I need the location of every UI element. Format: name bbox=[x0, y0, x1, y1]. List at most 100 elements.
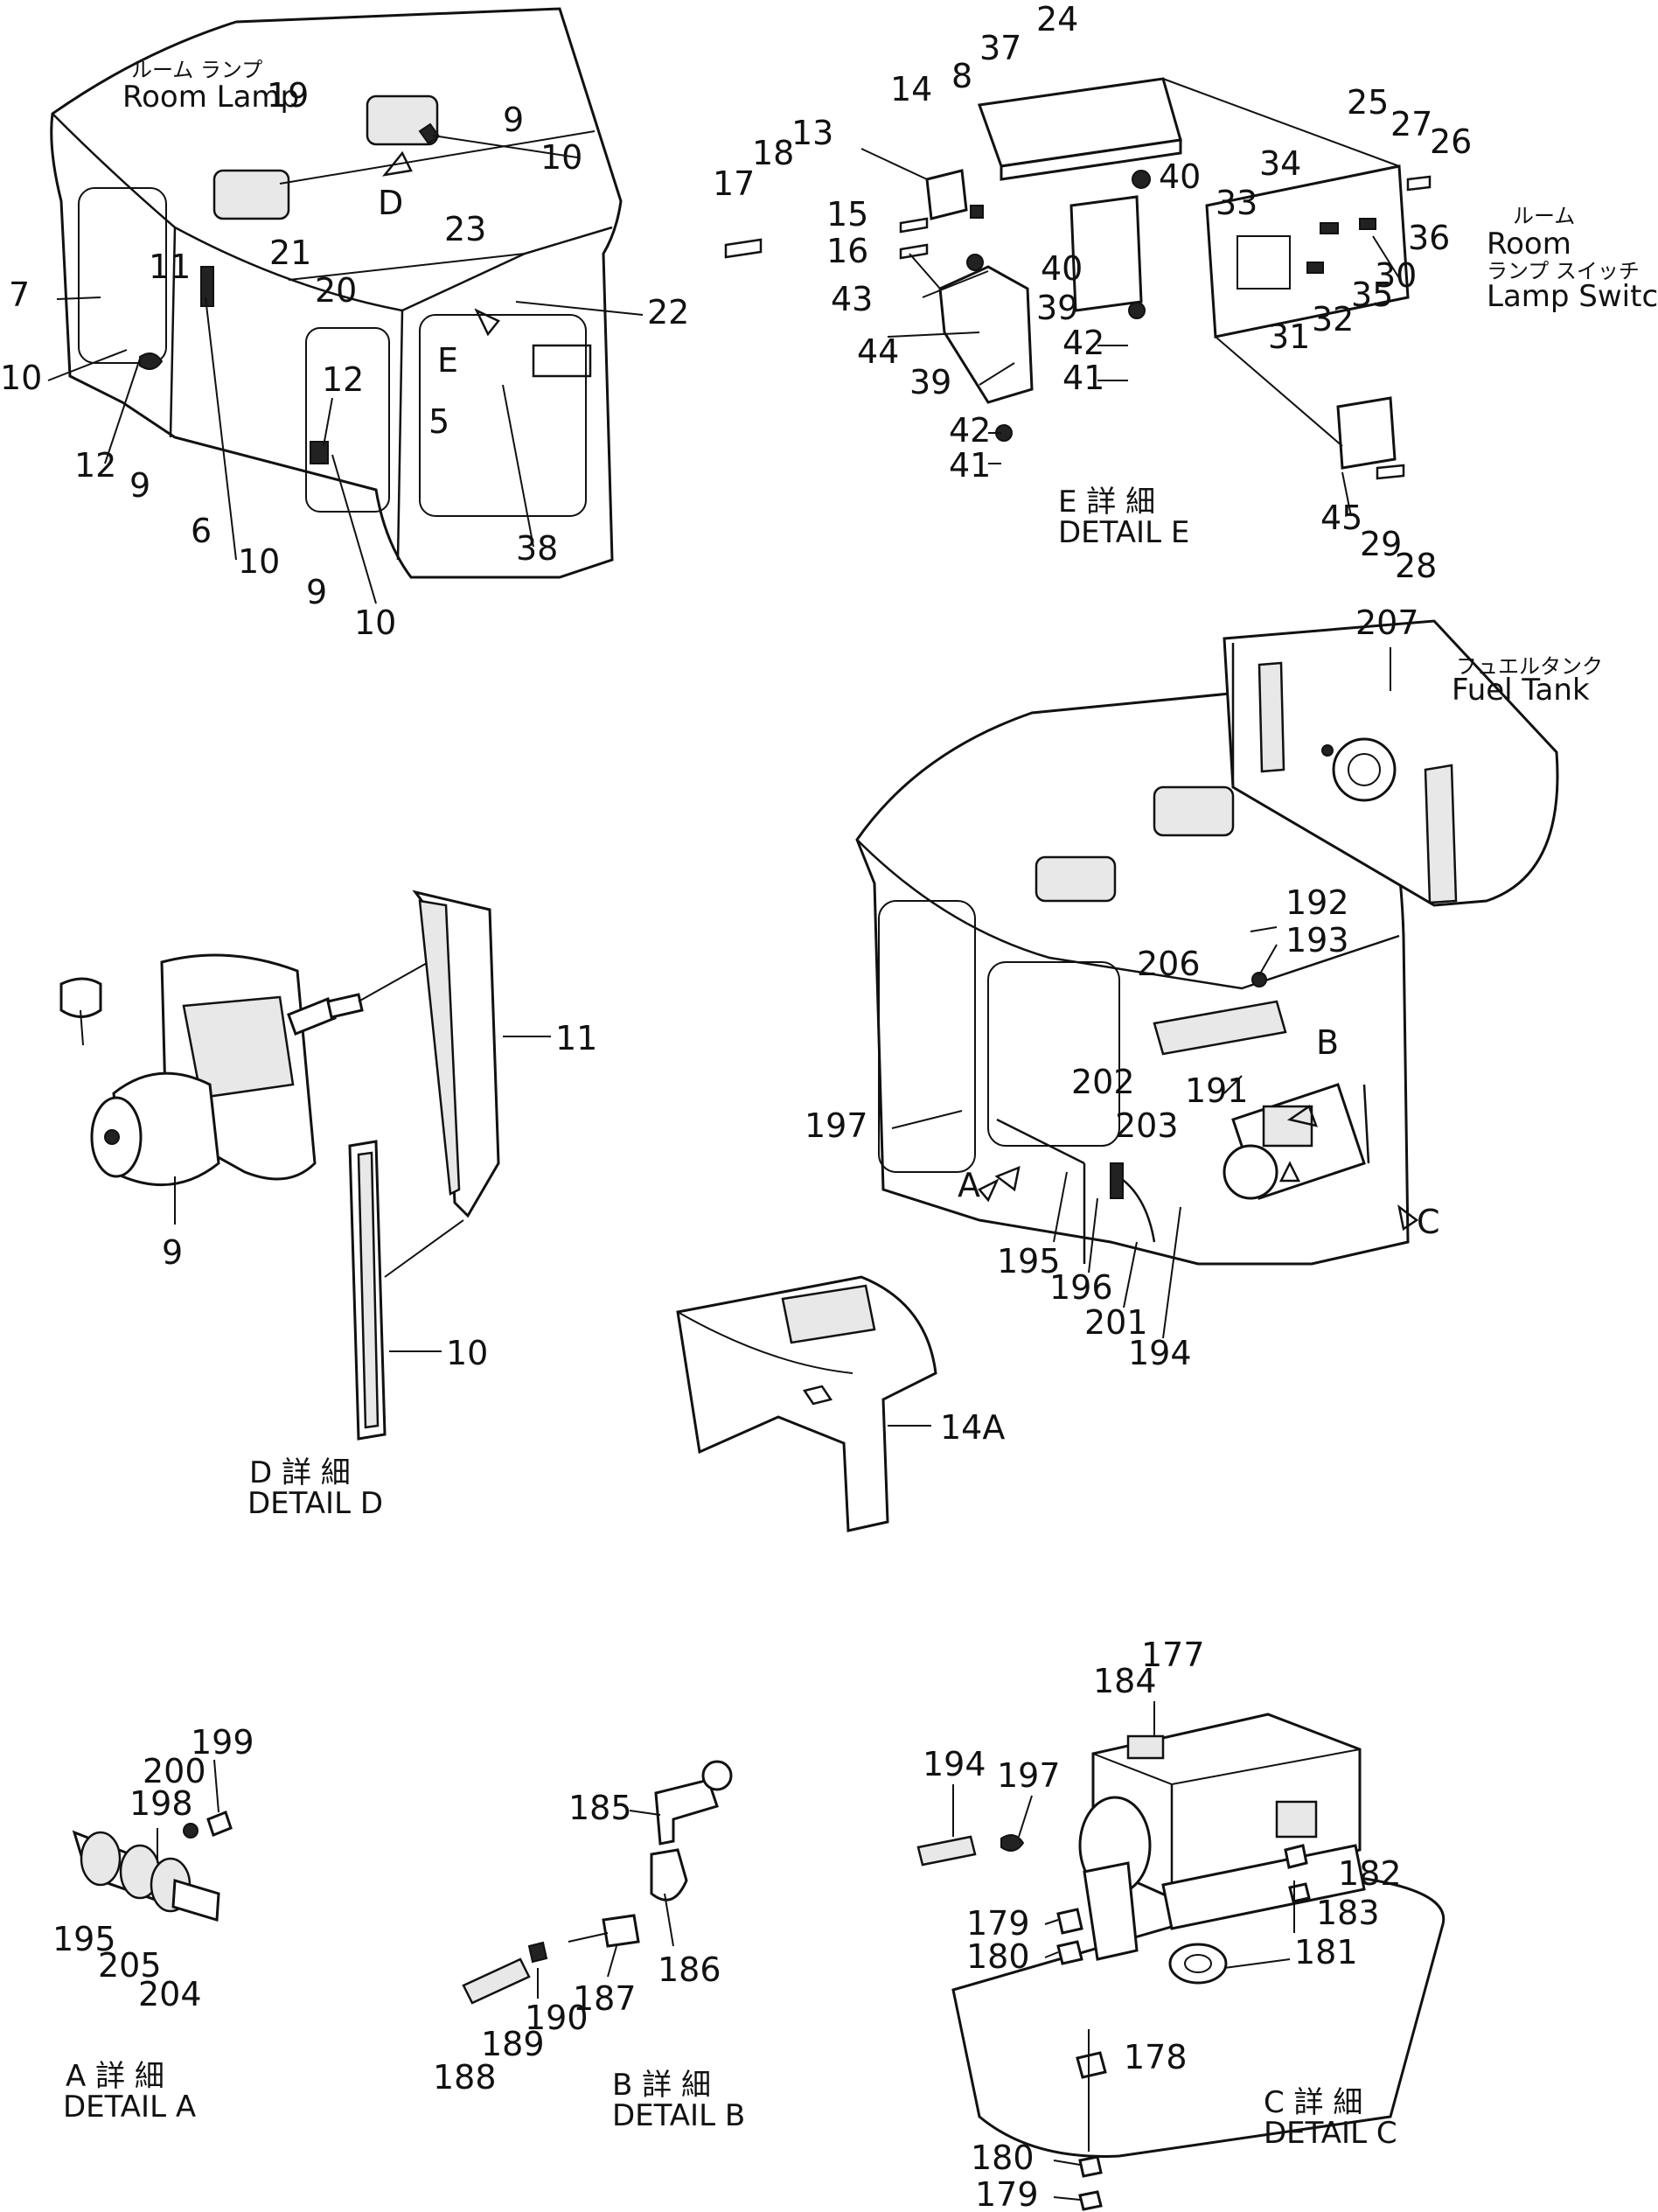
detail-d-leader-lines bbox=[47, 135, 644, 604]
callout-40: 40 bbox=[1041, 249, 1083, 288]
callout-14A: 14A bbox=[940, 1408, 1005, 1447]
callout-198: 198 bbox=[129, 1784, 193, 1823]
callout-37: 37 bbox=[979, 29, 1021, 67]
detail-c-caption-jp: C 詳 細 bbox=[1264, 2085, 1362, 2120]
callout-5: 5 bbox=[428, 402, 449, 441]
callout-30: 30 bbox=[1375, 256, 1417, 295]
fuel-tank-en-label: Fuel Tank bbox=[1452, 673, 1590, 708]
callout-44: 44 bbox=[857, 332, 899, 371]
detail-e-caption-en: DETAIL E bbox=[1058, 515, 1189, 550]
callout-40: 40 bbox=[1159, 157, 1201, 196]
detail-a-caption-jp: A 詳 細 bbox=[66, 2059, 164, 2094]
detail-a-caption-en: DETAIL A bbox=[63, 2090, 196, 2125]
callout-187: 187 bbox=[573, 1979, 637, 2018]
callout-24: 24 bbox=[1036, 0, 1078, 38]
callout-21: 21 bbox=[269, 234, 311, 272]
callout-14: 14 bbox=[890, 70, 932, 108]
callout-38: 38 bbox=[516, 529, 558, 568]
callout-206: 206 bbox=[1137, 945, 1201, 983]
callout-26: 26 bbox=[1430, 122, 1472, 161]
detail-d-wiper-parts bbox=[59, 890, 500, 1441]
callout-18: 18 bbox=[752, 134, 794, 172]
arrow-e-label: E bbox=[437, 341, 458, 380]
fuel-tank bbox=[1223, 619, 1559, 907]
detail-e-callouts: 24 37 8 14 13 18 17 15 16 40 40 39 39 43… bbox=[713, 0, 1472, 585]
callout-197: 197 bbox=[805, 1106, 868, 1145]
callout-196: 196 bbox=[1049, 1268, 1113, 1307]
callout-22: 22 bbox=[647, 293, 689, 331]
callout-191: 191 bbox=[1185, 1071, 1249, 1110]
detail-c-parts bbox=[916, 1713, 1446, 2211]
callout-199: 199 bbox=[191, 1723, 254, 1762]
callout-11: 11 bbox=[555, 1019, 597, 1057]
callout-10: 10 bbox=[446, 1334, 488, 1372]
detail-d-cab-callouts: 19 9 10 23 21 20 22 7 11 10 12 9 6 10 5 … bbox=[0, 76, 689, 642]
callout-201: 201 bbox=[1084, 1303, 1148, 1342]
detail-b-caption-jp: B 詳 細 bbox=[612, 2068, 711, 2103]
callout-194: 194 bbox=[923, 1745, 986, 1783]
callout-192: 192 bbox=[1285, 883, 1349, 922]
callout-9: 9 bbox=[162, 1233, 183, 1272]
callout-185: 185 bbox=[568, 1789, 632, 1827]
room-lamp-switch-jp1: ルーム bbox=[1513, 204, 1575, 228]
arrow-d-label: D bbox=[378, 184, 403, 222]
detail-c-caption-en: DETAIL C bbox=[1264, 2116, 1397, 2151]
callout-10: 10 bbox=[354, 604, 396, 642]
callout-184: 184 bbox=[1093, 1662, 1157, 1700]
room-lamp-en-label: Room Lamp bbox=[122, 80, 299, 115]
callout-19: 19 bbox=[267, 76, 309, 115]
callout-180: 180 bbox=[971, 2139, 1035, 2177]
callout-12: 12 bbox=[74, 446, 116, 485]
callout-9: 9 bbox=[503, 101, 524, 139]
main-cab-assembly bbox=[855, 680, 1410, 1266]
main-callouts: 192 193 206 B 191 202 203 197 A 195 196 … bbox=[805, 883, 1440, 1447]
detail-e-leader-lines bbox=[887, 235, 1400, 517]
detail-a-parts bbox=[72, 1811, 233, 1922]
callout-186: 186 bbox=[658, 1950, 721, 1989]
callout-23: 23 bbox=[444, 210, 486, 248]
callout-9: 9 bbox=[306, 573, 327, 611]
detail-b-parts bbox=[462, 1760, 733, 2005]
callout-179: 179 bbox=[975, 2175, 1039, 2212]
callout-207: 207 bbox=[1355, 604, 1419, 642]
callout-33: 33 bbox=[1216, 184, 1257, 222]
detail-b-callouts: 185 186 187 190 189 188 bbox=[433, 1789, 721, 2097]
detail-d-exploded-callouts: 9 11 10 bbox=[162, 1019, 597, 1372]
callout-42: 42 bbox=[949, 411, 991, 450]
callout-42: 42 bbox=[1062, 324, 1104, 362]
detail-d-caption-en: DETAIL D bbox=[247, 1486, 383, 1521]
callout-8: 8 bbox=[951, 57, 972, 95]
callout-45: 45 bbox=[1320, 499, 1362, 537]
callout-41: 41 bbox=[949, 446, 991, 485]
callout-C: C bbox=[1417, 1203, 1440, 1241]
callout-15: 15 bbox=[826, 195, 868, 234]
callout-190: 190 bbox=[525, 1999, 589, 2037]
callout-29: 29 bbox=[1360, 525, 1402, 563]
callout-205: 205 bbox=[98, 1946, 162, 1985]
callout-183: 183 bbox=[1316, 1894, 1380, 1932]
callout-189: 189 bbox=[481, 2025, 545, 2063]
detail-c-callouts: 177 184 194 197 182 183 179 180 181 178 … bbox=[923, 1636, 1402, 2212]
callout-34: 34 bbox=[1259, 144, 1301, 183]
room-lamp-jp-label: ルーム ランプ bbox=[131, 58, 262, 82]
callout-7: 7 bbox=[9, 276, 30, 314]
callout-27: 27 bbox=[1390, 105, 1432, 143]
callout-179: 179 bbox=[966, 1904, 1030, 1943]
callout-32: 32 bbox=[1312, 300, 1354, 338]
callout-200: 200 bbox=[143, 1752, 206, 1790]
callout-36: 36 bbox=[1408, 219, 1450, 257]
callout-43: 43 bbox=[831, 280, 873, 318]
callout-B: B bbox=[1316, 1023, 1339, 1062]
detail-e-caption-jp: E 詳 細 bbox=[1058, 485, 1155, 520]
callout-188: 188 bbox=[433, 2058, 497, 2097]
cab-assembly-top-left bbox=[50, 7, 623, 579]
cover-14a bbox=[676, 1275, 937, 1532]
callout-193: 193 bbox=[1285, 921, 1349, 959]
callout-A: A bbox=[958, 1166, 980, 1204]
room-lamp-switch-en1: Room bbox=[1487, 227, 1571, 262]
callout-182: 182 bbox=[1338, 1854, 1402, 1893]
callout-9: 9 bbox=[129, 466, 150, 505]
callout-16: 16 bbox=[826, 232, 868, 270]
callout-178: 178 bbox=[1124, 2038, 1188, 2076]
